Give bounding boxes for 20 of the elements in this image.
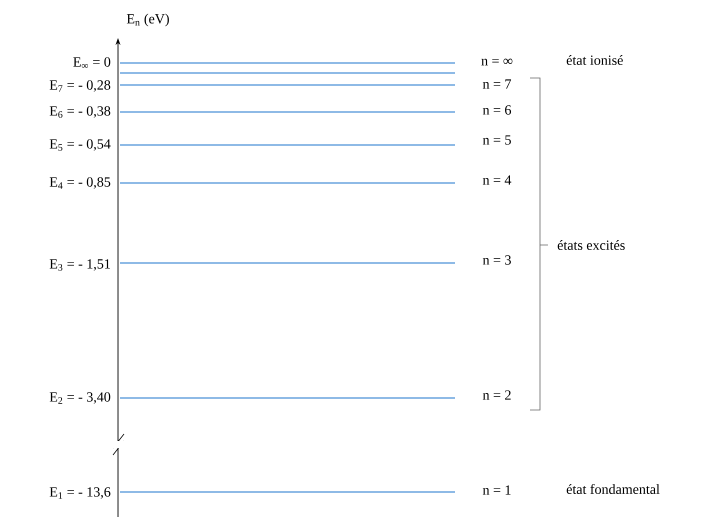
level-label: n = 4 bbox=[482, 175, 512, 185]
state-label: états excités bbox=[558, 240, 625, 250]
level-label: n = 5 bbox=[482, 135, 511, 145]
axis-title: E$_{n}$ (eV) bbox=[126, 14, 169, 26]
energy-label: E$_{6}$ = - 0,38 bbox=[50, 106, 110, 118]
level-label: n = 1 bbox=[482, 485, 511, 495]
energy-label: E$_{2}$ = - 3,40 bbox=[50, 392, 110, 404]
energy-label: E$_{∞}$ = 0 bbox=[73, 57, 110, 68]
state-label: état ionisé bbox=[566, 55, 623, 65]
energy-label: E$_{1}$ = - 13,6 bbox=[50, 487, 110, 499]
energy-label: E$_{4}$ = - 0,85 bbox=[50, 177, 110, 189]
level-label: n = 7 bbox=[482, 79, 512, 89]
level-label: n = 2 bbox=[482, 390, 511, 400]
energy-label: E$_{3}$ = - 1,51 bbox=[50, 259, 110, 271]
state-label: état fondamental bbox=[566, 484, 660, 494]
energy-label: E$_{5}$ = - 0,54 bbox=[50, 139, 111, 151]
level-label: n = 6 bbox=[482, 105, 512, 115]
level-label: n = ∞ bbox=[481, 58, 512, 66]
level-label: n = 3 bbox=[482, 255, 511, 265]
energy-label: E$_{7}$ = - 0,28 bbox=[50, 80, 110, 92]
